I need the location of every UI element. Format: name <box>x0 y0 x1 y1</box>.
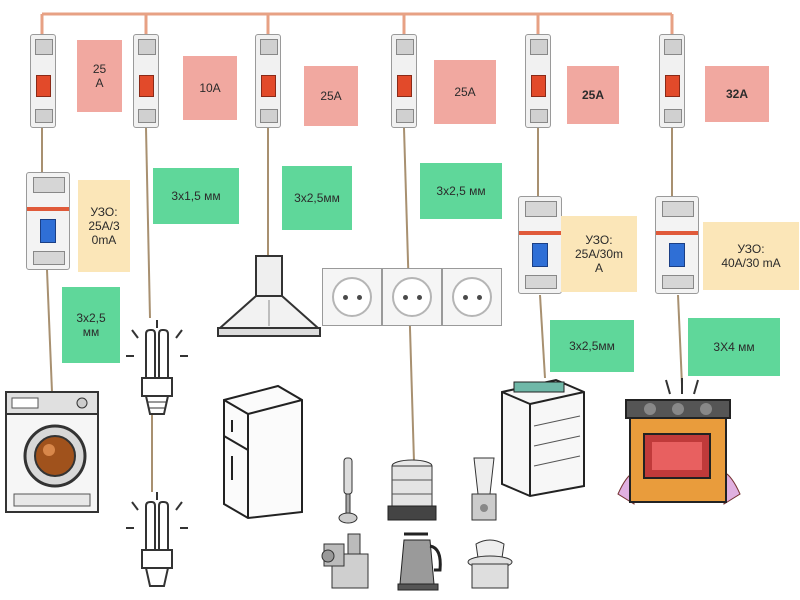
range-hood-icon <box>217 255 321 337</box>
washing-machine-icon <box>5 391 99 513</box>
circuit-breaker-icon <box>133 34 159 128</box>
cable-size-label: 3Х4 мм <box>688 318 780 376</box>
branch-wire-5b <box>539 294 546 379</box>
breaker-rating-label: 10А <box>183 56 237 120</box>
branch-wire-6b <box>677 294 683 386</box>
circuit-breaker-icon <box>391 34 417 128</box>
breaker-rating-label: 25 А <box>77 40 122 112</box>
rcd-icon <box>655 196 699 294</box>
hand-blender-icon <box>338 457 358 524</box>
steamer-icon <box>387 459 437 521</box>
branch-wire-1b <box>46 269 53 393</box>
juicer-icon <box>467 539 513 589</box>
circuit-breaker-icon <box>30 34 56 128</box>
breaker-rating-label: 25А <box>304 66 358 126</box>
socket-block <box>322 268 502 326</box>
breaker-rating-label: 25А <box>567 66 619 124</box>
socket-icon <box>442 268 502 326</box>
energy-saving-lamp-icon <box>126 492 188 587</box>
cable-size-label: 3х2,5 мм <box>420 163 502 219</box>
dishwasher-icon <box>501 378 585 498</box>
socket-icon <box>322 268 382 326</box>
breaker-rating-label: 25А <box>434 60 496 124</box>
cable-size-label: 3х2,5мм <box>282 166 352 230</box>
rcd-icon <box>518 196 562 294</box>
cable-size-label: 3х2,5мм <box>550 320 634 372</box>
energy-saving-lamp-icon <box>126 320 188 415</box>
rcd-icon <box>26 172 70 270</box>
rcd-rating-label: УЗО: 40А/30 mA <box>703 222 799 290</box>
electric-stove-icon <box>617 378 741 505</box>
rcd-rating-label: УЗО: 25А/30m A <box>561 216 637 292</box>
blender-icon <box>471 457 497 521</box>
circuit-breaker-icon <box>659 34 685 128</box>
socket-icon <box>382 268 442 326</box>
rcd-rating-label: УЗО: 25А/3 0mA <box>78 180 130 272</box>
cable-size-label: 3х1,5 мм <box>153 168 239 224</box>
meat-grinder-icon <box>321 533 369 589</box>
kettle-icon <box>397 532 442 591</box>
branch-wire-2 <box>145 127 151 319</box>
breaker-rating-label: 32А <box>705 66 769 122</box>
cable-size-label: 3х2,5 мм <box>62 287 120 363</box>
refrigerator-icon <box>223 384 303 520</box>
circuit-breaker-icon <box>255 34 281 128</box>
circuit-breaker-icon <box>525 34 551 128</box>
